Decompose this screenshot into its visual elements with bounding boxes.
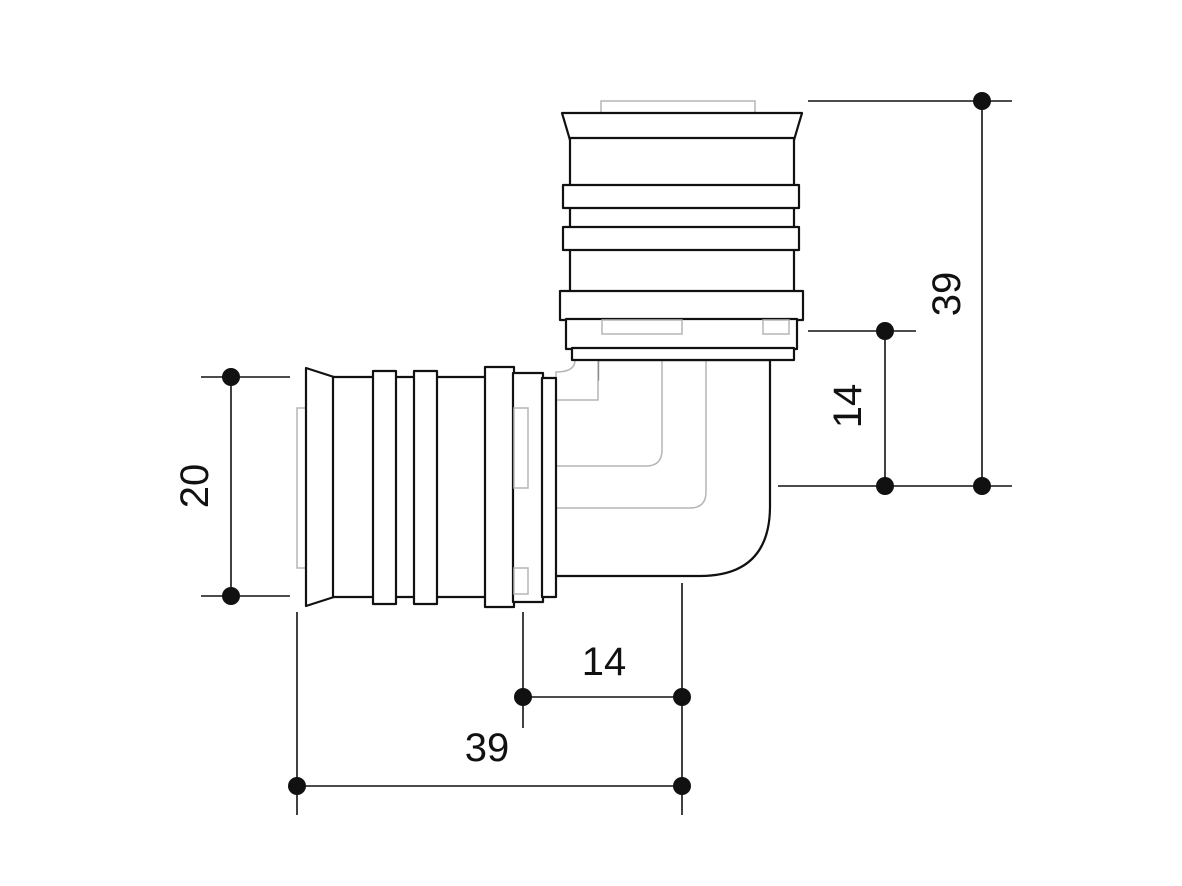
dimension-right-overall: 39 [778,92,1012,495]
elbow-body [543,358,772,578]
dimension-dot [514,688,532,706]
dimension-dot [288,777,306,795]
left-connector [296,365,558,609]
dimension-dot [973,477,991,495]
dimension-dot [876,322,894,340]
dimension-label-right-inner: 14 [826,384,870,429]
dimension-bottom-overall: 39 [288,612,691,815]
dimension-label-left-diameter: 20 [173,464,217,509]
dimension-dot [673,688,691,706]
dimension-right-inner: 14 [808,322,916,495]
dimension-label-right-overall: 39 [925,272,969,317]
dimension-left-diameter: 20 [173,368,290,605]
dimension-dot [876,477,894,495]
dimension-label-bottom-overall: 39 [465,726,510,770]
dimension-dot [222,587,240,605]
dimension-dot [222,368,240,386]
top-connector [558,100,805,362]
dimension-label-bottom-inner: 14 [582,640,627,684]
dimension-bottom-inner: 14 [514,583,691,815]
dimension-dot [973,92,991,110]
dimension-dot [673,777,691,795]
